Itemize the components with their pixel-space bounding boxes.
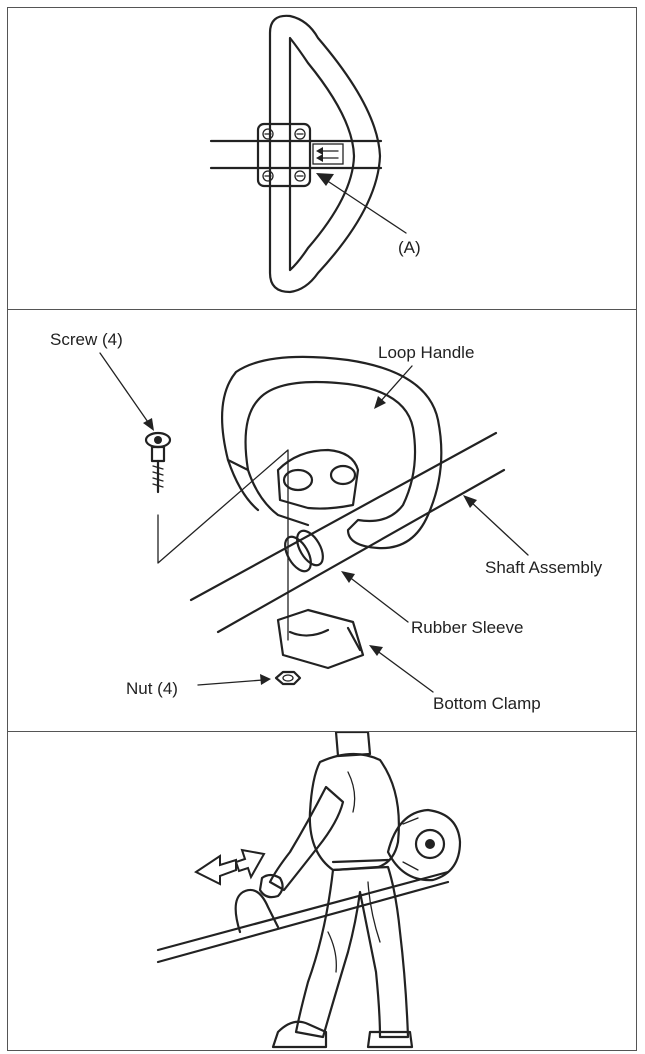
handle-top-view-figure: (A): [209, 14, 421, 294]
operator-figure: [156, 732, 462, 1049]
trimmer-engine: [386, 808, 462, 882]
label-bottom-clamp: Bottom Clamp: [433, 694, 541, 713]
operator-body: [258, 732, 414, 1049]
nut: [274, 670, 302, 686]
panel-operator: [7, 731, 637, 1051]
pointer-arrowhead-screw: [143, 418, 154, 431]
clamp-screws: [262, 128, 306, 182]
pointer-arrowhead-nut: [260, 674, 271, 685]
pointer-arrowhead-rubber-sleeve: [341, 571, 355, 583]
pointer-line-screw: [99, 352, 151, 426]
pointer-arrowhead-shaft-assembly: [463, 495, 477, 508]
assembly-figure: Screw (4) Loop Handle Shaft Assembly Rub…: [50, 330, 603, 713]
loop-handle: [220, 355, 443, 550]
operator-loop-handle: [234, 888, 280, 934]
pointer-line-a: [325, 179, 407, 234]
panel-assembly: Screw (4) Loop Handle Shaft Assembly Rub…: [7, 309, 637, 732]
loop-handle-inner: [288, 36, 356, 272]
pointer-arrowhead-loop-handle: [374, 396, 386, 409]
label-rubber-sleeve: Rubber Sleeve: [411, 618, 523, 637]
label-screw: Screw (4): [50, 330, 123, 349]
shaft-assembly: [189, 431, 506, 634]
alignment-mark-arrows: [312, 143, 344, 165]
rubber-sleeve: [284, 529, 324, 573]
label-nut: Nut (4): [126, 679, 178, 698]
pointer-arrowhead-a: [316, 173, 334, 186]
pointer-line-loop-handle: [379, 365, 413, 403]
screw-guide-lines: [157, 449, 289, 641]
pointer-line-bottom-clamp: [375, 649, 434, 693]
panel-handle-alignment: (A): [7, 7, 637, 310]
pointer-line-shaft-assembly: [469, 500, 529, 556]
loop-handle-outline: [268, 14, 382, 294]
trimmer-shaft: [156, 870, 450, 964]
pointer-arrowhead-bottom-clamp: [369, 645, 383, 656]
pointer-line-rubber-sleeve: [347, 575, 409, 623]
adjust-direction-arrow: [194, 848, 266, 886]
label-shaft-assembly: Shaft Assembly: [485, 558, 603, 577]
screw: [144, 431, 172, 494]
pointer-line-nut: [197, 679, 264, 686]
bottom-clamp: [276, 608, 365, 670]
label-loop-handle: Loop Handle: [378, 343, 474, 362]
clamp-plate: [256, 122, 312, 188]
label-a: (A): [398, 238, 421, 257]
